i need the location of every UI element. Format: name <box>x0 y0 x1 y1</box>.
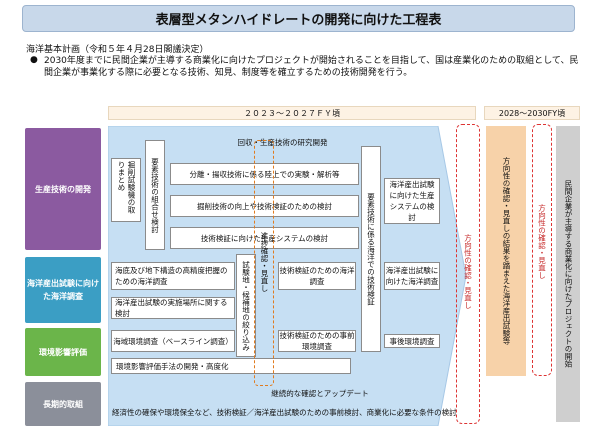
basis-title: 海洋基本計画（令和５年４月28日閣議決定） <box>26 45 209 55</box>
basis-text: 2030年度までに民間企業が主導する商業化に向けたプロジェクトが開始されることを… <box>44 56 579 78</box>
direction-check-label-1: 方向性の確認・見直し <box>463 234 473 309</box>
prod-test-survey-box: 海洋産出試験に向けた海洋調査 <box>384 262 440 290</box>
progress-check-frame <box>254 140 274 386</box>
baseline-survey-box: 海域環境調査（ベースライン調査） <box>111 330 235 352</box>
progress-check-label: 進捗確認・見直し <box>260 232 269 292</box>
elemental-tech-box: 要素技術の組合せ検討 <box>145 140 165 250</box>
post-env-survey-box: 事後環境調査 <box>384 334 440 348</box>
production-system-box: 技術検証に向けた生産システムの検討 <box>170 227 359 249</box>
period-header-2023-2027: ２０２３～２０２７ＦＹ頃 <box>108 106 476 120</box>
continuous-update-label: 継続的な確認とアップデート <box>271 389 369 398</box>
site-study-box: 海洋産出試験の実施場所に関する検討 <box>111 297 235 319</box>
mining-test-box: 掘削試験機の取りまとめ <box>111 158 141 222</box>
prod-test-orange-box: 方向性の確認・見直しの結果を踏まえた海洋産出試験等 <box>486 126 526 376</box>
category-env: 環境影響評価 <box>25 328 101 376</box>
category-survey: 海洋産出試験に向けた海洋調査 <box>25 257 101 323</box>
seafloor-survey-box: 海底及び地下構造の高精度把握のための海洋調査 <box>111 262 235 290</box>
separation-box: 分離・揚収技術に係る陸上での実験・解析等 <box>170 163 359 185</box>
category-longterm: 長期的取組 <box>25 382 101 426</box>
drilling-box: 掘削技術の向上や技術検証のための検討 <box>170 195 359 217</box>
page-title: 表層型メタンハイドレートの開発に向けた工程表 <box>22 5 575 32</box>
long-term-text: 経済性の確保や環境保全など、技術検証／海洋産出試験のための事前検討、商業化に必要… <box>112 408 457 417</box>
direction-check-frame-1 <box>456 124 480 424</box>
pre-env-survey-box: 技術検証のための事前環境調査 <box>278 330 356 352</box>
period-header-2028-2030: 2028～2030FY頃 <box>484 106 580 120</box>
rd-header: 回収・生産技術の研究開発 <box>237 138 328 147</box>
verify-survey-box: 技術検証のための海洋調査 <box>278 262 356 290</box>
prod-test-system-box: 海洋産出試験に向けた生産システムの検討 <box>384 178 440 224</box>
bullet-icon: ● <box>30 55 38 65</box>
narrowing-box: 試験地・候補地の絞り込み <box>236 254 256 357</box>
direction-check-frame-2 <box>532 124 552 376</box>
direction-check-label-2: 方向性の確認・見直し <box>537 204 547 279</box>
commercial-start-box: 民間企業が主導する商業化に向けたプロジェクトの開始 <box>556 126 580 422</box>
env-method-box: 環境影響評価手法の開発・高度化 <box>111 358 351 374</box>
category-tech: 生産技術の開発 <box>25 128 101 250</box>
ocean-verify-box: 要素技術に係る海洋での技術検証 <box>361 146 381 352</box>
